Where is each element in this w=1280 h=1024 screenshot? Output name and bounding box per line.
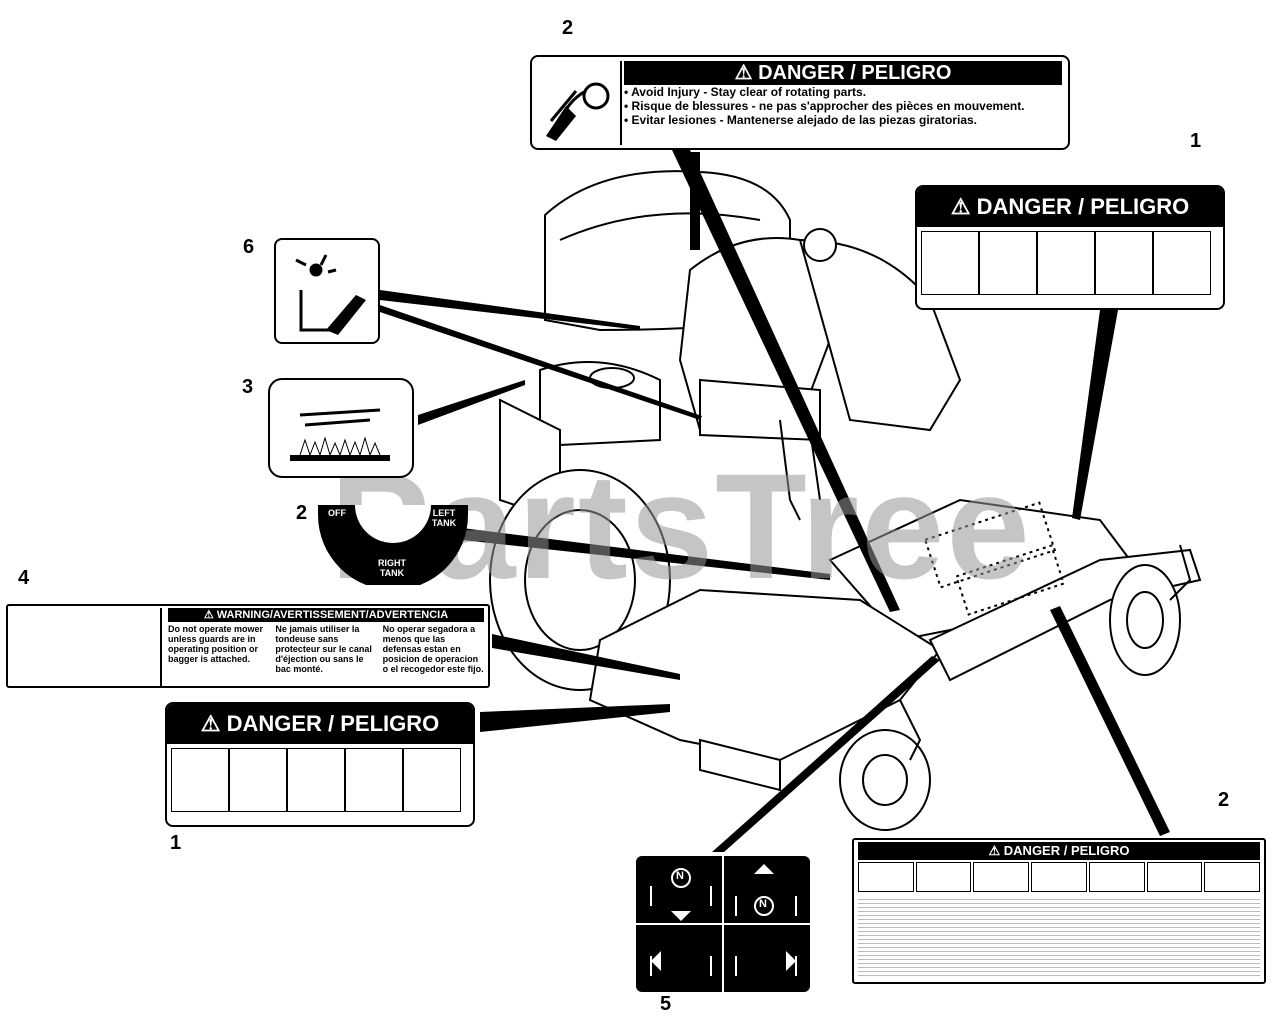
rollover-icon [1146, 862, 1203, 892]
rotating-parts-pictogram [536, 61, 622, 145]
decal-thrown-objects [274, 238, 380, 344]
tipping-icon [1204, 862, 1261, 892]
fuel-selector-decal [318, 505, 468, 585]
decal-4-spanish: No operar segadora a menos que las defen… [382, 624, 484, 674]
callout-1-right: 1 [1190, 130, 1202, 152]
read-manual-icon [1153, 231, 1211, 295]
decal-2-bullet-1: • Avoid Injury - Stay clear of rotating … [624, 85, 867, 99]
decal-hand-cut [268, 378, 414, 478]
fuel-off-label: OFF [328, 508, 346, 518]
decal-rotating-parts: ⚠ DANGER / PELIGRO • Avoid Injury - Stay… [530, 55, 1070, 150]
callout-5: 5 [660, 993, 672, 1015]
decal-1-bottom-header: ⚠ DANGER / PELIGRO [167, 704, 473, 744]
fuel-left-tank-label: LEFT TANK [431, 508, 457, 528]
keep-away-icon [287, 748, 345, 812]
callout-3: 3 [242, 376, 254, 398]
keep-away-icon [1037, 231, 1095, 295]
decal-2-header: ⚠ DANGER / PELIGRO [624, 61, 1062, 85]
decal-2-bottom-header: ⚠ DANGER / PELIGRO [858, 842, 1260, 860]
neutral-label-2: N [759, 898, 767, 910]
callout-2-top: 2 [562, 17, 574, 39]
callout-1-bottom: 1 [170, 832, 182, 854]
thrown-object-icon [229, 748, 287, 812]
decal-warning-guards: ⚠ WARNING/AVERTISSEMENT/ADVERTENCIA Do n… [6, 604, 490, 688]
remove-key-icon [345, 748, 403, 812]
decal-danger-pictograms-bottom: ⚠ DANGER / PELIGRO [165, 702, 475, 827]
callout-2-middle: 2 [296, 502, 308, 524]
read-manual-icon [403, 748, 461, 812]
slope-icon [1088, 862, 1145, 892]
thrown-object-icon [979, 231, 1037, 295]
bystander-icon [973, 862, 1030, 892]
hand-blade-icon [171, 748, 229, 812]
manual-icon [915, 862, 972, 892]
decal-1-header: ⚠ DANGER / PELIGRO [917, 187, 1223, 227]
hand-blade-icon [921, 231, 979, 295]
decal-steering-directions: N N [636, 856, 810, 992]
neutral-label-1: N [676, 870, 684, 882]
decal-4-french: Ne jamais utiliser la tondeuse sans prot… [275, 624, 372, 674]
decal-danger-instructions: ⚠ DANGER / PELIGRO [852, 838, 1266, 984]
warning-triangle-icon [858, 862, 914, 892]
callout-2-bottom-right: 2 [1218, 789, 1230, 811]
remove-key-icon [1095, 231, 1153, 295]
guard-pictograms [10, 608, 162, 686]
decal-2-bullet-2: • Risque de blessures - ne pas s'approch… [624, 99, 1025, 113]
callout-4: 4 [18, 567, 30, 589]
decal-2-bullet-3: • Evitar lesiones - Mantenerse alejado d… [624, 113, 978, 127]
fine-print-block [858, 896, 1260, 976]
fuel-right-tank-label: RIGHT TANK [378, 558, 406, 578]
decal-danger-pictograms-top: ⚠ DANGER / PELIGRO [915, 185, 1225, 310]
decal-4-header: ⚠ WARNING/AVERTISSEMENT/ADVERTENCIA [168, 608, 484, 622]
decal-4-english: Do not operate mower unless guards are i… [168, 624, 264, 664]
thrown-object-icon [1031, 862, 1087, 892]
callout-6: 6 [243, 236, 255, 258]
